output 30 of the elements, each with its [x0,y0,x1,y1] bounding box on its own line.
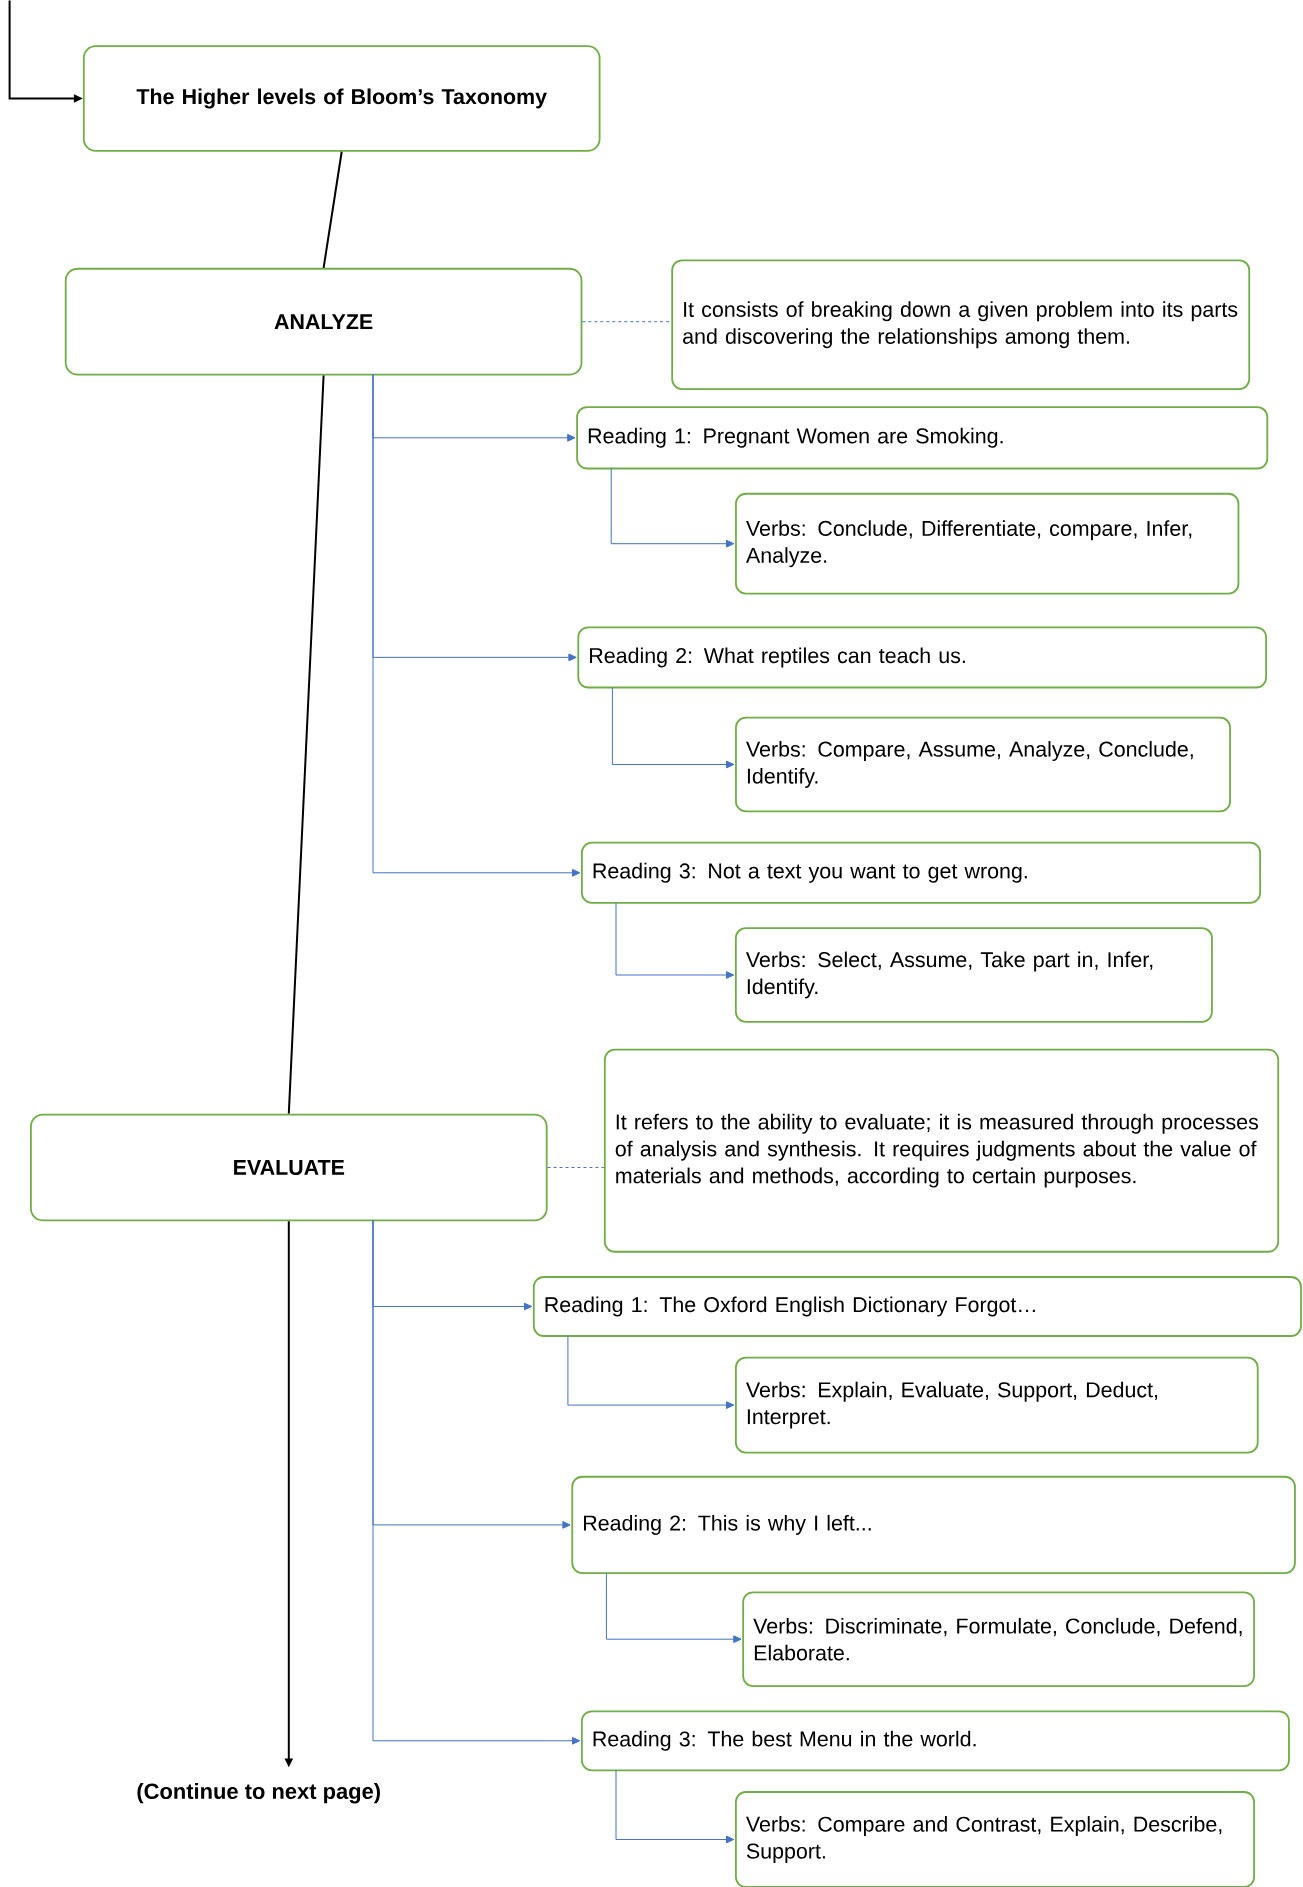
text-box: Verbs: Select, Assume, Take part in, Infer, Identify. [734,927,1213,1023]
connector [605,1572,742,1644]
text-box: Reading 1: The Oxford English Dictionary Forgot… [532,1276,1302,1337]
text-box: Reading 2: This is why I left... [571,1475,1296,1574]
text-box: Reading 2: What reptiles can teach us. [577,626,1267,689]
level-box: ANALYZE [64,267,583,376]
line [287,374,325,1115]
connector [611,687,735,769]
text-box: Verbs: Compare and Contrast, Explain, Describe, Support. [735,1791,1255,1887]
text-box: Reading 1: Pregnant Women are Smoking. [576,406,1269,470]
connector [615,1769,735,1844]
text-box: It refers to the ability to evaluate; it is measured through processes of analysis and synthesis. It requires judgments about the value of materials and methods, according to certain purposes. [603,1048,1280,1253]
text-box: Verbs: Explain, Evaluate, Support, Deduct, Interpret. [735,1356,1259,1454]
note-text: (Continue to next page) [137,1782,380,1804]
title-box: The Higher levels of Bloom’s Taxonomy [82,45,601,152]
connector [615,902,735,979]
text-box: Verbs: Conclude, Differentiate, compare, Infer, Analyze. [735,492,1240,595]
line [322,150,343,269]
text-box: It consists of breaking down a given problem into its parts and discovering the relationships among them. [671,259,1251,390]
connector [372,1220,581,1745]
text-box: Reading 3: The best Menu in the world. [580,1710,1290,1772]
connector [567,1335,735,1409]
text-box: Verbs: Discriminate, Formulate, Conclude, Defend, Elaborate. [742,1591,1255,1687]
connector [610,468,735,548]
text-box: Verbs: Compare, Assume, Analyze, Conclude, Identify. [735,716,1231,813]
text-box: Reading 3: Not a text you want to get wrong. [581,841,1261,904]
line [581,321,672,323]
level-box: EVALUATE [30,1113,548,1222]
line [547,1167,605,1168]
connector [372,374,581,877]
